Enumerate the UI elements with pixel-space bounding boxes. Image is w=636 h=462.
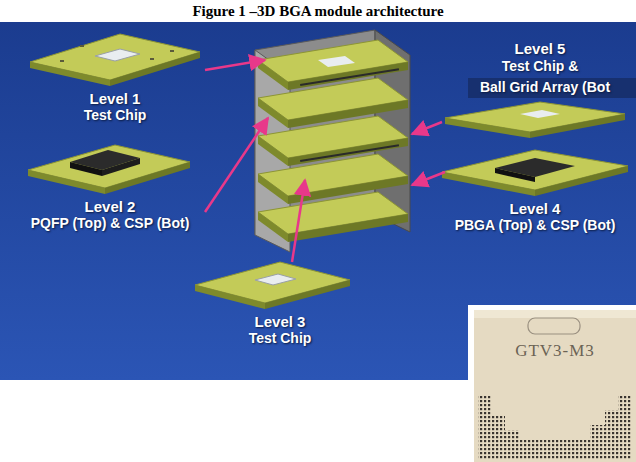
level-description: Ball Grid Array (Bot <box>480 79 610 96</box>
module-photo <box>468 305 636 462</box>
label-band <box>468 78 636 98</box>
level4-board <box>442 150 628 196</box>
level3-board <box>195 262 350 309</box>
level-name: Level 2 <box>85 198 136 215</box>
level-name: Level 4 <box>510 200 561 217</box>
figure-title: Figure 1 –3D BGA module architecture <box>192 3 443 20</box>
level-description: PBGA (Top) & CSP (Bot) <box>455 217 616 234</box>
level-description: PQFP (Top) & CSP (Bot) <box>31 215 190 232</box>
level-description: Test Chip <box>84 107 147 124</box>
level-name: Level 1 <box>90 90 141 107</box>
level-description: Test Chip & <box>502 58 579 75</box>
level5-board <box>445 102 625 138</box>
level-name: Level 5 <box>515 40 566 57</box>
leader-arrows <box>205 60 445 262</box>
level1-board <box>30 34 200 86</box>
level-description: Test Chip <box>249 330 312 347</box>
level-name: Level 3 <box>255 313 306 330</box>
module-marking: GTV3-M3 <box>515 342 595 359</box>
stack-boards <box>258 40 408 242</box>
level2-board <box>28 145 190 194</box>
stack-housing <box>255 30 410 252</box>
